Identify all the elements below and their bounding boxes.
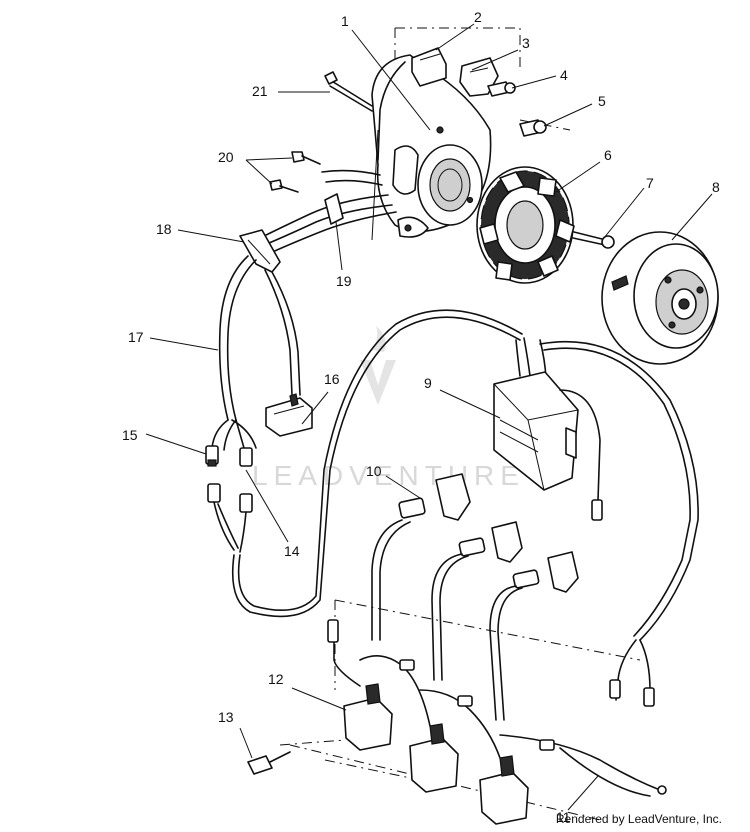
harness-loop-right: [539, 340, 699, 707]
part-6-stator-coil: [476, 166, 575, 284]
part-18-grommet: [239, 229, 281, 273]
part-4-screw: [487, 81, 516, 97]
callout-1: 1: [341, 13, 349, 29]
callout-14: 14: [284, 543, 300, 559]
part-13-screw: [247, 751, 291, 775]
callout-11: 11: [556, 809, 571, 825]
callout-numbers: 1 2 3 4 5 6 7 8 9 10 11 12 13 14 15 16 1…: [122, 9, 720, 825]
part-14-connectors: [207, 483, 253, 553]
part-17-harness-branch: [218, 255, 301, 421]
harness-loop-left: [231, 309, 523, 618]
callout-10: 10: [366, 463, 382, 479]
callout-21: 21: [252, 83, 268, 99]
part-8-flywheel: [601, 231, 719, 365]
callout-16: 16: [324, 371, 340, 387]
part-7-screw: [572, 231, 615, 249]
callout-6: 6: [604, 147, 612, 163]
leader-lines: [145, 23, 713, 811]
callout-20: 20: [218, 149, 234, 165]
part-12-ignition-coils: [327, 619, 667, 825]
part-10-spark-plug-caps: [371, 473, 579, 721]
callout-17: 17: [128, 329, 144, 345]
part-15-connectors: [205, 419, 257, 467]
callout-18: 18: [156, 221, 172, 237]
callout-5: 5: [598, 93, 606, 109]
callout-4: 4: [560, 67, 568, 83]
part-9-cdi-box: [493, 337, 603, 521]
callout-3: 3: [522, 35, 530, 51]
callout-9: 9: [424, 375, 432, 391]
callout-8: 8: [712, 179, 720, 195]
part-20-screws: [269, 151, 321, 193]
callout-13: 13: [218, 709, 234, 725]
part-2-pickup: [377, 47, 447, 161]
watermark: LEADVENTURE: [252, 326, 525, 491]
credit-text: Rendered by LeadVenture, Inc.: [555, 812, 722, 826]
wiring-harness-main: [255, 169, 397, 255]
part-21-long-bolt: [324, 71, 373, 112]
watermark-text: LEADVENTURE: [252, 460, 525, 491]
callout-12: 12: [268, 671, 284, 687]
callout-2: 2: [474, 9, 482, 25]
callout-15: 15: [122, 427, 138, 443]
part-1-stator-plate: [371, 54, 492, 241]
callout-19: 19: [336, 273, 352, 289]
part-5-screw: [519, 119, 547, 137]
callout-7: 7: [646, 175, 654, 191]
part-16-regulator-plug: [265, 393, 313, 437]
